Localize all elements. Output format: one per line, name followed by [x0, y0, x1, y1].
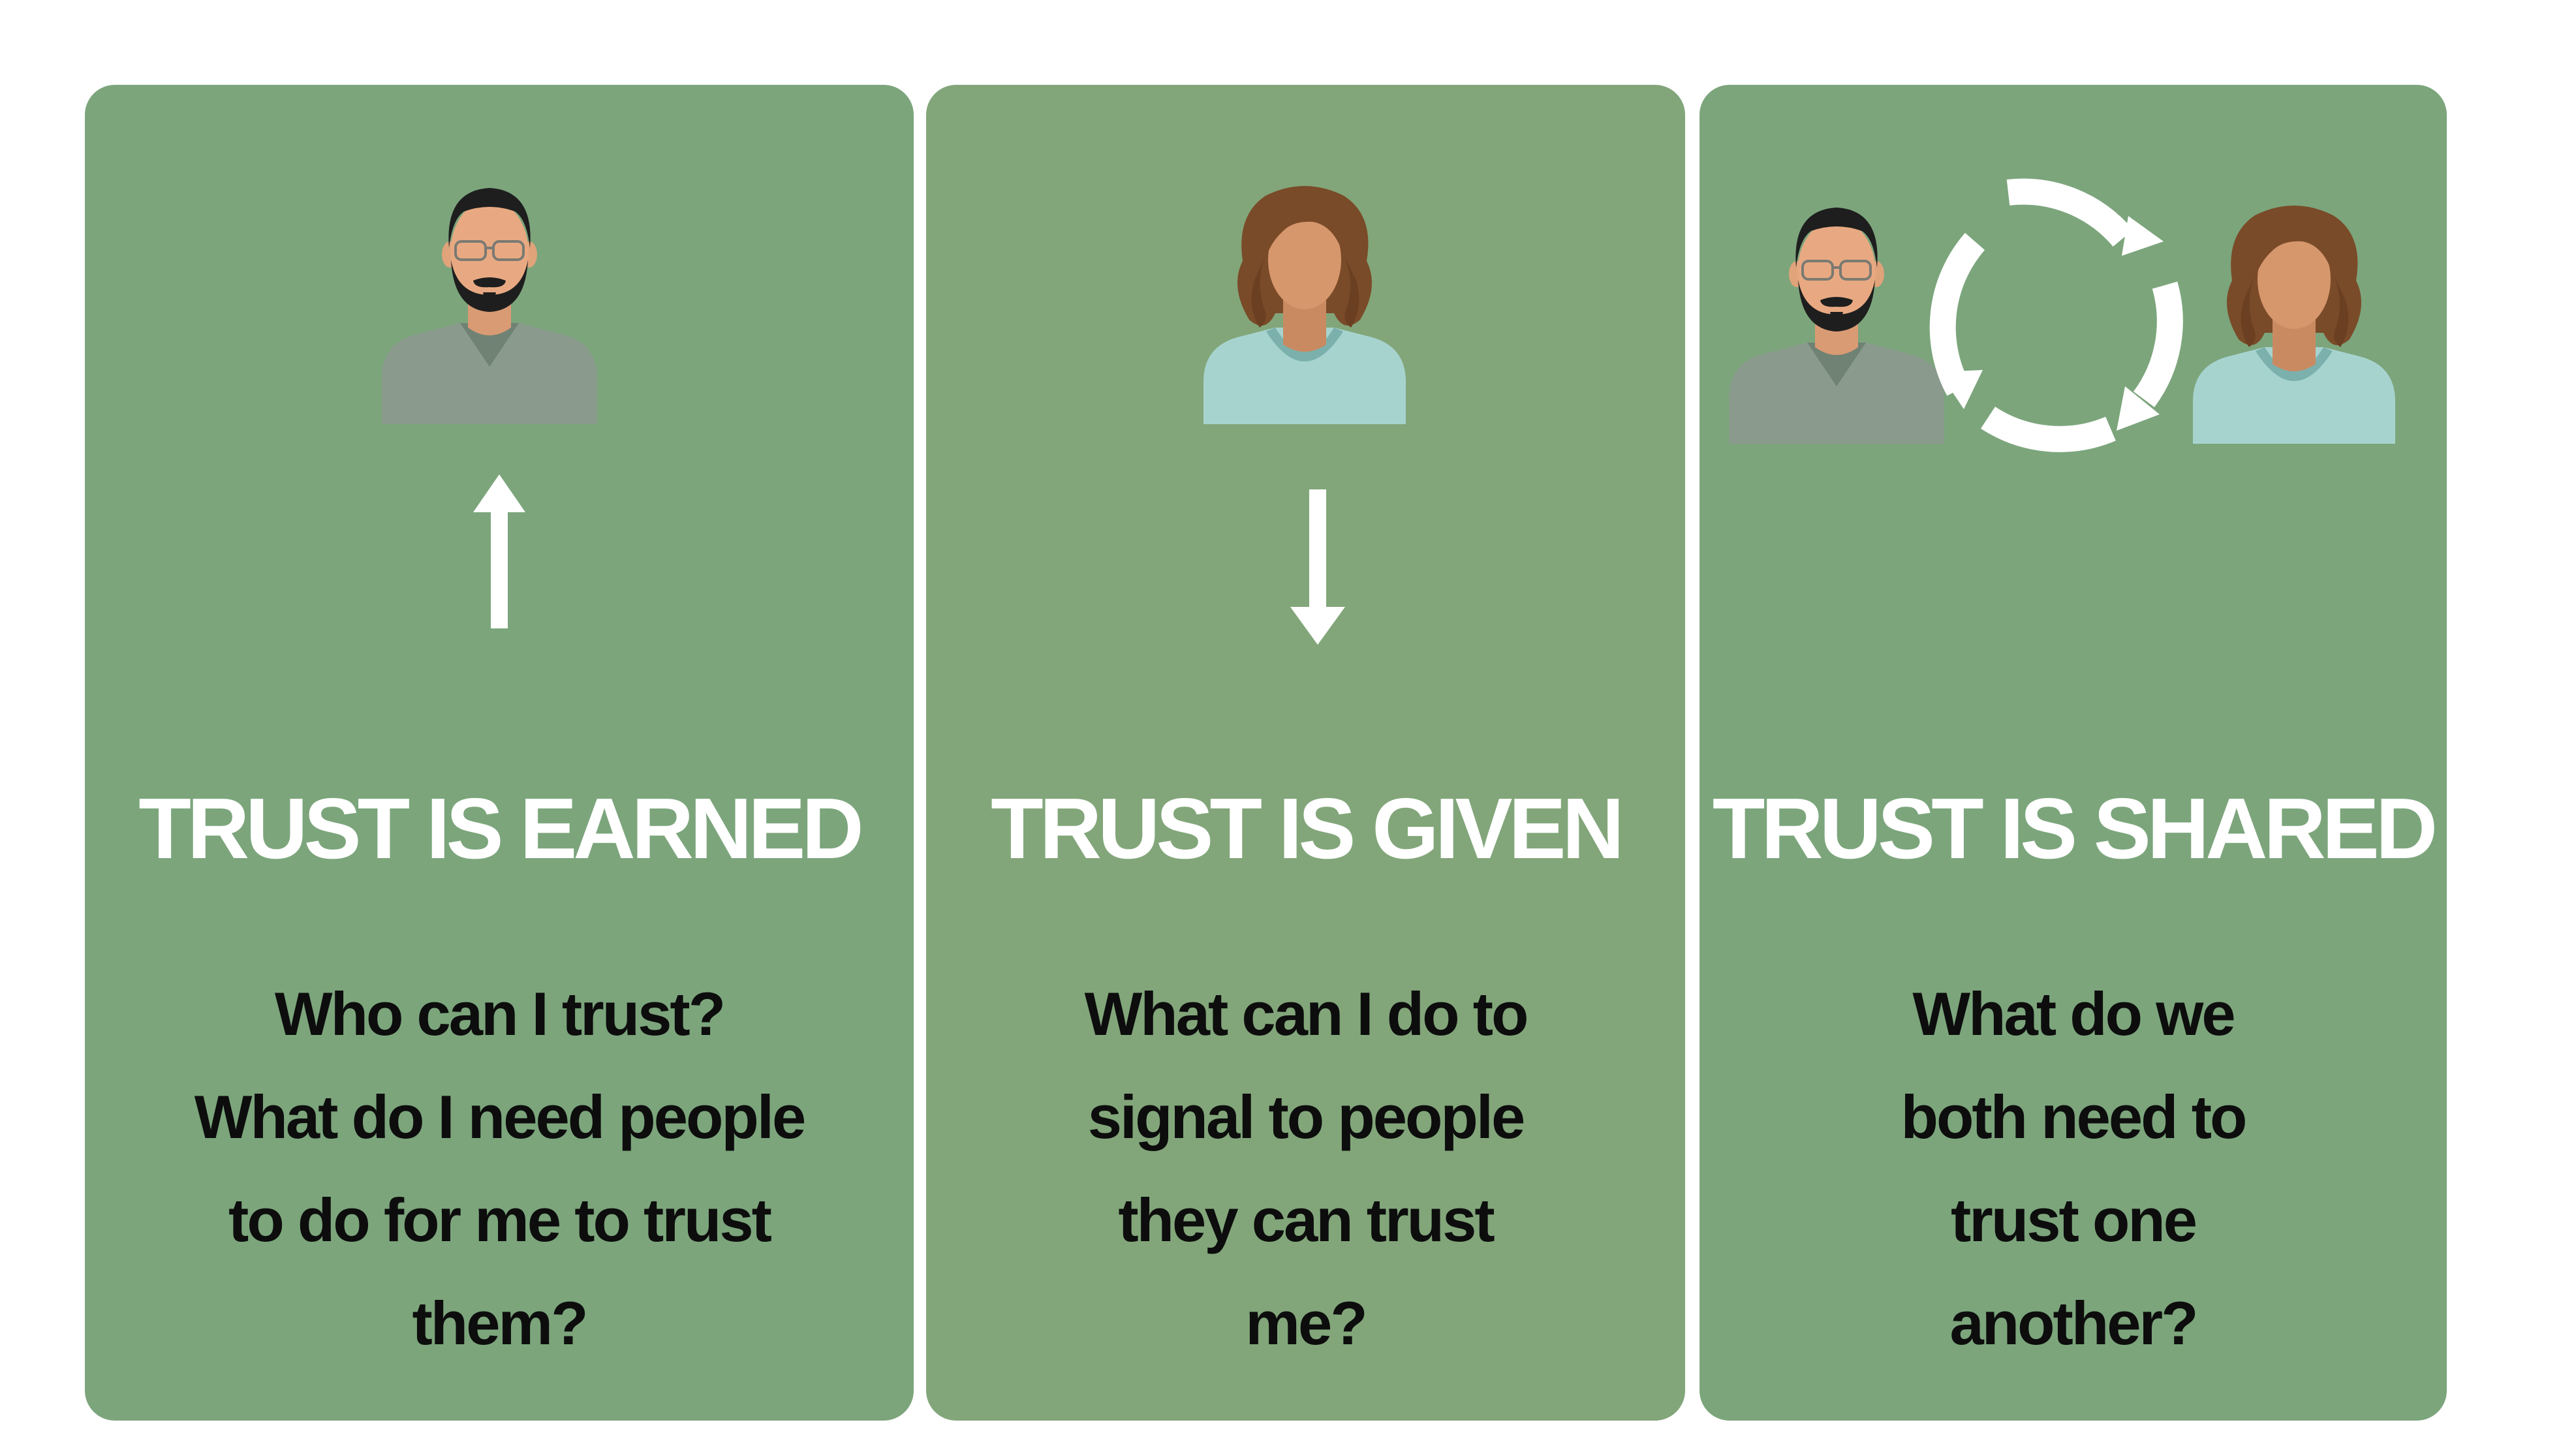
question-line: What do we	[1912, 979, 2235, 1048]
question-line: trust one	[1950, 1186, 2197, 1254]
question-line: Who can I trust?	[274, 979, 726, 1048]
arrow-up-icon	[473, 474, 525, 628]
question-line: signal to people	[1087, 1083, 1526, 1151]
man-avatar-icon	[382, 187, 597, 424]
question-line: both need to	[1901, 1083, 2248, 1151]
card-title: TRUST IS SHARED	[1712, 780, 2438, 876]
card-title: TRUST IS GIVEN	[991, 780, 1624, 876]
question-line: to do for me to trust	[228, 1186, 772, 1254]
illustration-shared	[1699, 85, 2447, 685]
arrow-down-icon	[1290, 489, 1345, 645]
woman-avatar-icon	[2193, 206, 2395, 444]
card-question: Who can I trust? What do I need people t…	[85, 963, 914, 1375]
card-title: TRUST IS EARNED	[138, 780, 863, 876]
cycle-arrows-icon	[1929, 178, 2183, 452]
card-question: What do we both need to trust one anothe…	[1699, 963, 2447, 1375]
question-line: What can I do to	[1084, 979, 1529, 1048]
question-line: they can trust	[1118, 1186, 1495, 1254]
illustration-earned	[85, 85, 914, 685]
woman-avatar-icon	[1203, 186, 1406, 424]
card-trust-shared: TRUST IS SHARED What do we both need to …	[1699, 85, 2447, 1421]
illustration-given	[926, 85, 1685, 685]
card-question: What can I do to signal to people they c…	[926, 963, 1685, 1375]
question-line: What do I need people	[194, 1083, 806, 1151]
man-avatar-icon	[1729, 206, 1944, 444]
question-line: me?	[1245, 1289, 1367, 1357]
question-line: another?	[1949, 1289, 2198, 1357]
question-line: them?	[412, 1289, 589, 1357]
card-trust-earned: TRUST IS EARNED Who can I trust? What do…	[85, 85, 914, 1421]
card-trust-given: TRUST IS GIVEN What can I do to signal t…	[926, 85, 1685, 1421]
